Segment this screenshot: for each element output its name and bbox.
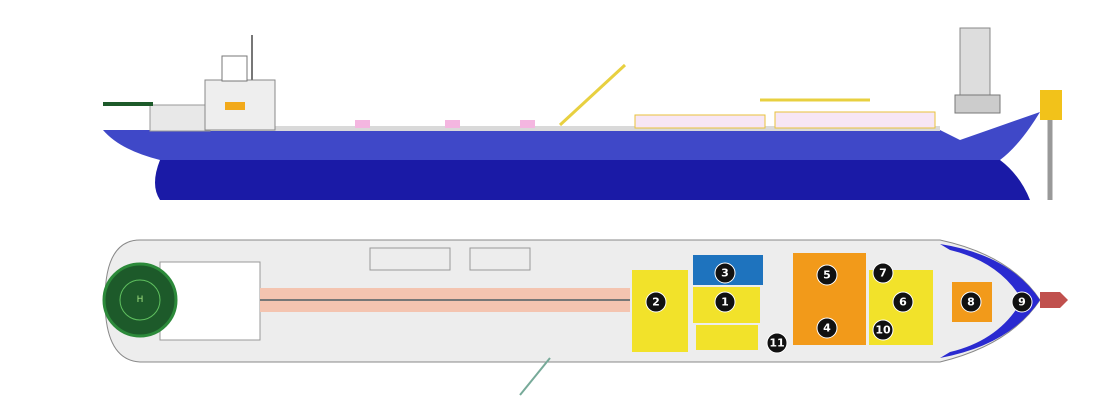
marker-circle — [816, 317, 838, 339]
main-deck — [160, 126, 940, 131]
hatch-2 — [469, 247, 531, 271]
bow-turret — [1040, 292, 1068, 308]
marker-circle — [872, 319, 894, 341]
marker-10: 10 — [872, 319, 894, 341]
marker-circle — [816, 264, 838, 286]
accommodation — [149, 104, 211, 132]
marker-label: 1 — [721, 296, 729, 309]
funnel — [221, 55, 248, 82]
marker-3: 3 — [714, 262, 736, 284]
crane-boom — [558, 63, 627, 127]
top-view: H — [102, 239, 1068, 396]
marker-6: 6 — [892, 291, 914, 313]
process-modules-side — [634, 111, 936, 129]
marker-label: 4 — [823, 322, 831, 335]
turret-module — [1040, 90, 1062, 120]
marker-circle — [645, 291, 667, 313]
number-markers: 1 2 3 4 5 6 7 8 9 10 11 — [645, 262, 1033, 354]
deck-equipment — [355, 120, 535, 128]
marker-label: 10 — [875, 324, 891, 337]
marker-circle — [714, 291, 736, 313]
marker-circle — [892, 291, 914, 313]
marker-circle — [960, 291, 982, 313]
side-view — [103, 27, 1062, 200]
marker-7: 7 — [872, 262, 894, 284]
hatch-1 — [369, 247, 451, 271]
hull-upper — [103, 112, 1040, 160]
marker-label: 11 — [769, 337, 784, 350]
marker-11: 11 — [766, 332, 788, 354]
helideck-side — [103, 102, 153, 106]
helipad: H — [102, 262, 178, 338]
marker-label: 6 — [899, 296, 907, 309]
lifeboat — [225, 102, 245, 110]
marker-label: 8 — [967, 296, 975, 309]
marker-2: 2 — [645, 291, 667, 313]
marker-8: 8 — [960, 291, 982, 313]
marker-label: 9 — [1018, 296, 1026, 309]
marker-circle — [872, 262, 894, 284]
module-1-lower — [696, 325, 758, 350]
marker-circle — [1011, 291, 1033, 313]
bow-blue — [940, 244, 1040, 358]
marker-circle — [766, 332, 788, 354]
turret-structure — [954, 94, 1001, 114]
marker-label: 3 — [721, 267, 729, 280]
marker-5: 5 — [816, 264, 838, 286]
flare-tower — [959, 27, 991, 99]
hull-lower — [155, 160, 1030, 200]
marker-1: 1 — [714, 291, 736, 313]
offloading-hose — [519, 357, 551, 396]
marker-label: 2 — [652, 296, 660, 309]
marker-label: 7 — [879, 267, 887, 280]
marker-circle — [714, 262, 736, 284]
marker-label: 5 — [823, 269, 831, 282]
marker-4: 4 — [816, 317, 838, 339]
marker-9: 9 — [1011, 291, 1033, 313]
helipad-label: H — [137, 295, 144, 305]
